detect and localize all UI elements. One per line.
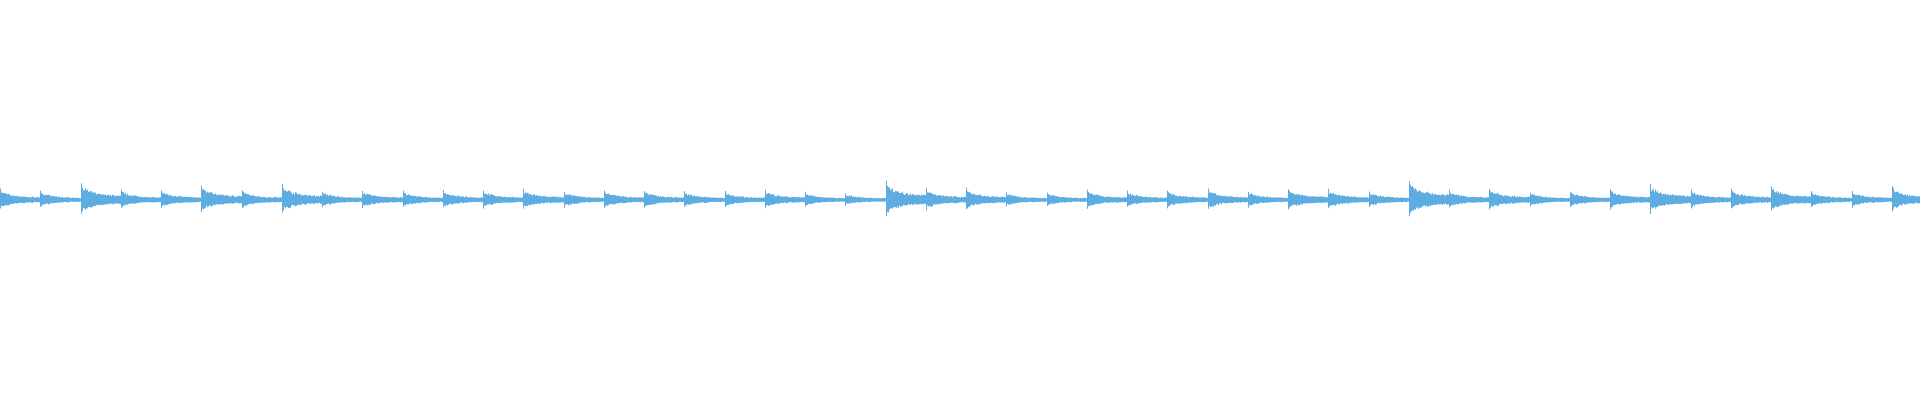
waveform-note-segment bbox=[845, 193, 886, 206]
waveform-note-segment bbox=[1006, 192, 1047, 207]
waveform-note-segment bbox=[121, 189, 161, 208]
waveform-note-segment bbox=[0, 188, 40, 209]
waveform-note-segment bbox=[1691, 189, 1731, 209]
waveform-note-segment bbox=[1208, 188, 1248, 209]
waveform-note-segment bbox=[1771, 186, 1811, 211]
waveform-note-segment bbox=[1610, 189, 1650, 210]
waveform-note-segment bbox=[1570, 191, 1610, 208]
waveform-note-segment bbox=[1087, 189, 1127, 209]
waveform-note-segment bbox=[644, 191, 684, 208]
waveform-note-segment bbox=[1530, 192, 1570, 207]
waveform-note-segment bbox=[362, 191, 403, 208]
waveform-note-segment bbox=[1852, 190, 1892, 208]
waveform-note-segment bbox=[81, 183, 121, 214]
waveform-note-segment bbox=[1328, 188, 1369, 209]
waveform-note-segment bbox=[1731, 188, 1771, 209]
waveform-note-segment bbox=[242, 190, 282, 208]
waveform-note-segment bbox=[926, 187, 966, 211]
waveform-note-segment bbox=[604, 190, 644, 208]
waveform-note-segment bbox=[1489, 188, 1530, 210]
waveform-note-segment bbox=[443, 190, 483, 208]
waveform-note-segment bbox=[725, 190, 765, 207]
waveform-note-segment bbox=[1047, 192, 1087, 206]
waveform-note-segment bbox=[282, 183, 322, 213]
waveform-note-segment bbox=[1288, 189, 1328, 210]
waveform-note-segment bbox=[1449, 189, 1489, 208]
waveform-note-segment bbox=[1248, 191, 1288, 208]
waveform-note-segment bbox=[1650, 183, 1691, 214]
waveform-note-segment bbox=[1127, 190, 1167, 207]
waveform-note-segment bbox=[40, 190, 81, 207]
waveform-note-segment bbox=[201, 185, 242, 213]
waveform-note-segment bbox=[684, 191, 725, 207]
waveform-note-segment bbox=[966, 187, 1006, 210]
waveform-note-segment bbox=[403, 190, 443, 207]
waveform-note-segment bbox=[886, 180, 926, 217]
waveform-note-segment bbox=[564, 192, 604, 208]
waveform-note-segment bbox=[1369, 191, 1409, 208]
waveform-note-segment bbox=[765, 189, 805, 209]
waveform-note-segment bbox=[161, 190, 201, 208]
waveform-note-segment bbox=[322, 191, 362, 208]
waveform-note-segment bbox=[523, 188, 564, 209]
waveform-note-segment bbox=[1409, 181, 1449, 217]
waveform-segments bbox=[0, 180, 1920, 217]
waveform-note-segment bbox=[1811, 191, 1852, 208]
waveform-note-segment bbox=[1167, 190, 1208, 209]
waveform-note-segment bbox=[805, 191, 845, 207]
waveform-note-segment bbox=[1892, 186, 1920, 212]
waveform-note-segment bbox=[483, 190, 523, 209]
